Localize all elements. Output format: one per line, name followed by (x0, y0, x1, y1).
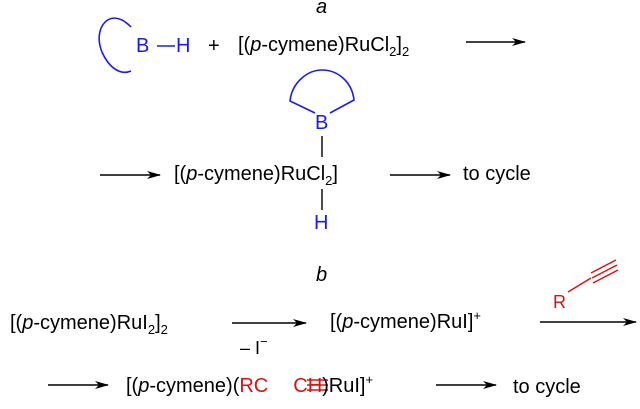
borane-boron-atom: B (136, 35, 150, 57)
complex-open: [( (126, 375, 139, 397)
alkyne-r-bond (567, 277, 592, 293)
complex-boron-atom: B (315, 112, 329, 134)
alkyne-triple-bond-2 (591, 264, 618, 279)
para-label: p (138, 375, 150, 397)
cl-subscript: 2 (325, 173, 333, 188)
to-cycle-b: to cycle (513, 376, 581, 398)
dimer-close: ] (396, 34, 402, 56)
para-label: p (250, 34, 262, 56)
borane-hydride-atom: H (176, 35, 191, 57)
dimer-mid: -cymene)RuI (33, 312, 148, 334)
section-a-label: a (316, 0, 328, 18)
plus-sign: + (208, 35, 220, 57)
ru-chloride-dimer: [(p-cymene)RuCl2]2 (238, 34, 409, 58)
complex-charge: + (365, 372, 374, 387)
alkyne-ch: CH (293, 375, 323, 397)
complex-mid1: -cymene)( (149, 375, 240, 397)
alkyne-triple-bond-1 (590, 259, 617, 274)
borane-ring-arc (98, 17, 132, 74)
complex-hydrogen-atom: H (314, 212, 329, 234)
i-subscript: 2 (147, 322, 156, 337)
iodide-loss-label: – I− (240, 335, 268, 358)
alkyne-r-group: R (553, 292, 566, 312)
boryl-ring-arc (289, 69, 355, 114)
alkyne-triple-bond-3 (592, 269, 619, 284)
cation-open: [( (330, 311, 343, 333)
complex-mid2: )RuI] (322, 375, 366, 397)
ru-boryl-hydride-complex: [(p-cymene)RuCl2] (174, 163, 338, 187)
loss-charge: − (260, 334, 268, 349)
para-label: p (22, 312, 34, 334)
para-label: p (186, 163, 198, 185)
dimer-subscript: 2 (401, 44, 410, 59)
ru-iodide-cation: [(p-cymene)RuI]+ (330, 309, 481, 333)
cation-charge: + (473, 308, 481, 323)
to-cycle-a: to cycle (463, 163, 531, 185)
dimer-open: [( (10, 312, 23, 334)
cl-subscript: 2 (389, 44, 397, 59)
cation-mid: -cymene)RuI] (353, 311, 474, 333)
complex-mid: -cymene)RuCl (197, 163, 326, 185)
complex-open: [( (174, 163, 187, 185)
dimer-subscript: 2 (160, 322, 168, 337)
ru-iodide-dimer: [(p-cymene)RuI2]2 (10, 312, 168, 336)
loss-text: – I (240, 338, 261, 358)
dimer-close: ] (155, 312, 161, 334)
complex-close: ] (332, 163, 338, 185)
ru-alkyne-complex: [(p-cymene)(RC CH)RuI]+ (126, 373, 373, 397)
dimer-mid: -cymene)RuCl (261, 34, 390, 56)
section-b-label: b (316, 264, 328, 286)
para-label: p (342, 311, 354, 333)
alkyne-rc: RC (239, 375, 269, 397)
dimer-open: [( (238, 34, 251, 56)
